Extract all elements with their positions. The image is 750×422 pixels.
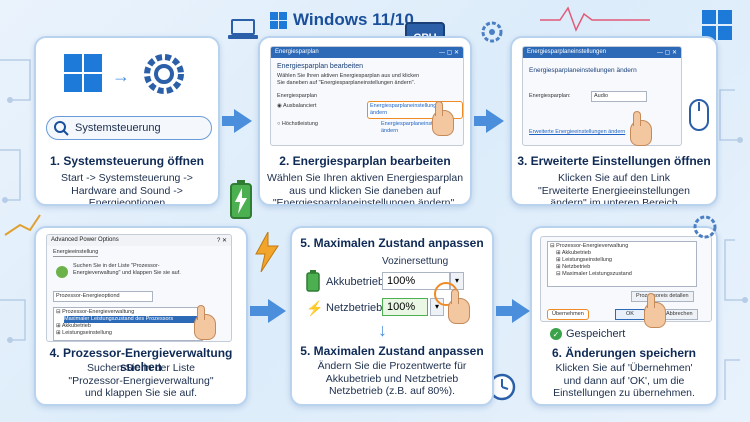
mouse-icon — [689, 99, 709, 131]
tree-item[interactable]: ⊞ Netzbetrieb — [556, 263, 591, 270]
step-5-desc: Ändern Sie die Prozentwerte für Akkubetr… — [317, 360, 467, 398]
flow-arrow — [250, 306, 270, 316]
header: Windows 11/10 — [270, 10, 414, 30]
plug-value-input[interactable]: 100% — [382, 298, 428, 316]
gear-icon — [693, 215, 717, 239]
step-6-title: 6. Änderungen speichern — [551, 346, 697, 360]
plan-intro: Wählen Sie Ihren aktiven Energiesparplan… — [277, 73, 420, 86]
scheme-label: Energiesparplan: — [529, 93, 571, 99]
plan-label: Energiesparplan — [277, 93, 318, 99]
pointer-hand-icon — [194, 305, 216, 340]
window-title-bar: Energiesparplaneinstellungen— ▢ ✕ — [523, 47, 681, 58]
plan-settings-screenshot: Energiesparplaneinstellungen— ▢ ✕ Energi… — [522, 46, 682, 146]
power-options-icon — [56, 266, 68, 278]
power-plan-screenshot: Energiesparplan— ▢ ✕ Energiesparplan bea… — [270, 46, 464, 146]
flow-arrow-head — [486, 109, 504, 133]
settings-tree: ⊟ Prozessor-Energieverwaltung Maximaler … — [53, 307, 203, 341]
saved-status: ✓ Gespeichert — [550, 328, 625, 340]
down-arrow-icon: ↓ — [378, 320, 387, 340]
tree-item[interactable]: ⊞ Leistungseinstellung — [556, 256, 612, 263]
flow-arrow — [474, 116, 488, 126]
plan-dropdown[interactable]: Prozessor-Energieoptiond — [53, 291, 153, 302]
pointer-hand-icon — [448, 289, 470, 324]
plan-option-1[interactable]: ◉ Ausbalanciert — [277, 103, 317, 109]
settings-heading: Energiesparplaneinstellungen ändern — [529, 67, 637, 74]
battery-charging-icon — [230, 180, 252, 219]
flow-arrow-head — [268, 299, 286, 323]
step-1-desc: Start -> Systemsteuerung -> Hardware and… — [61, 172, 193, 206]
step-card-2: Energiesparplan— ▢ ✕ Energiesparplan bea… — [258, 36, 472, 206]
plan-option-2[interactable]: ○ Höchstleistung — [277, 121, 318, 127]
step-4-desc: Suchen Sie in der Liste "Prozessor-Energ… — [68, 362, 214, 400]
tree-item[interactable]: ⊞ Akkubetrieb — [56, 322, 91, 329]
pointer-hand-icon — [644, 293, 666, 328]
flow-arrow-head — [234, 109, 252, 133]
flow-arrow — [496, 306, 514, 316]
plug-label: Netzbetrieb — [326, 302, 383, 314]
battery-label: Akkubetrieb — [326, 276, 385, 288]
battery-icon — [306, 270, 320, 292]
settings-tree: ⊟ Prozessor-Energieverwaltung ⊞ Akkubetr… — [547, 241, 697, 287]
step-card-3: Energiesparplaneinstellungen— ▢ ✕ Energi… — [510, 36, 718, 206]
check-icon: ✓ — [550, 328, 562, 340]
step-card-5: 5. Maximalen Zustand anpassen Vozinerset… — [290, 226, 494, 406]
scheme-select[interactable]: Audio — [591, 91, 647, 102]
window-title-bar: Energiesparplan— ▢ ✕ — [271, 47, 463, 58]
tree-item[interactable]: ⊞ Leistungseinstellung — [56, 329, 112, 336]
settings-gear-icon — [144, 54, 184, 94]
step-5-top-title: 5. Maximalen Zustand anpassen — [300, 236, 484, 250]
cancel-button[interactable]: Abbrechen — [661, 309, 698, 320]
plan-settings-link-2[interactable]: Energiesparplaneinstellungen ändern — [381, 121, 454, 134]
search-box[interactable]: Systemsteuerung — [46, 116, 212, 140]
step-2-title: 2. Energiesparplan bearbeiten — [279, 154, 451, 168]
plan-heading: Energiesparplan bearbeiten — [277, 63, 364, 70]
header-title: Windows 11/10 — [293, 10, 414, 29]
restore-defaults-button[interactable]: Prozessoreis detallen — [631, 291, 694, 302]
window-title-bar: Advanced Power Options? ✕ — [47, 235, 231, 246]
step-4-title: 4. Prozessor-Energieverwaltung suchen — [49, 346, 233, 374]
flow-arrow — [222, 116, 236, 126]
column-label: Vozinersettung — [382, 256, 449, 267]
search-icon — [54, 121, 69, 136]
step-3-desc: Klicken Sie auf den Link "Erweiterte Ene… — [538, 172, 690, 206]
search-input[interactable]: Systemsteuerung — [75, 122, 161, 134]
apply-button[interactable]: Übernehmen — [547, 309, 589, 320]
tree-item[interactable]: ⊟ Maximaler Leistungszustand — [556, 270, 632, 277]
step-1-title: 1. Systemsteuerung öffnen — [49, 154, 205, 168]
gear-icon — [481, 21, 503, 43]
options-intro: Suchen Sie in der Liste "Prozessor-Energ… — [73, 263, 181, 276]
step-5-title: 5. Maximalen Zustand anpassen — [300, 344, 484, 358]
tab-power-settings[interactable]: Energieeinstellung — [53, 249, 99, 257]
tree-item-selected[interactable]: Maximaler Leistungszustand des Prozessor… — [64, 315, 200, 323]
pointer-hand-icon — [630, 111, 652, 146]
tree-item[interactable]: ⊟ Prozessor-Energieverwaltung — [550, 243, 629, 249]
ok-button[interactable]: OK — [615, 309, 645, 320]
flow-arrow-head — [512, 299, 530, 323]
lightning-icon — [255, 232, 279, 272]
windows-logo-icon — [270, 11, 287, 29]
plug-icon: ⚡ — [306, 300, 324, 316]
step-2-desc: Wählen Sie Ihren aktiven Energiesparplan… — [266, 172, 464, 206]
step-6-desc: Klicken Sie auf 'Übernehmen' und dann au… — [553, 362, 695, 400]
arrow-right-icon: → — [112, 66, 130, 86]
step-card-1: → Systemsteuerung 1. Systemsteuerung öff… — [34, 36, 220, 206]
tree-item[interactable]: ⊞ Akkubetrieb — [556, 249, 591, 256]
step-3-title: 3. Erweiterte Einstellungen öffnen — [517, 154, 711, 168]
pointer-hand-icon — [432, 101, 454, 136]
step-card-6: ⊟ Prozessor-Energieverwaltung ⊞ Akkubetr… — [530, 226, 718, 406]
laptop-icon — [228, 19, 258, 39]
step-card-4: Advanced Power Options? ✕ Energieeinstel… — [34, 226, 248, 406]
windows-logo-icon — [702, 10, 732, 40]
tree-item[interactable]: ⊟ Prozessor-Energieverwaltung — [56, 309, 135, 315]
save-dialog-screenshot: ⊟ Prozessor-Energieverwaltung ⊞ Akkubetr… — [540, 236, 712, 322]
battery-value-input[interactable]: 100% — [382, 272, 450, 290]
advanced-settings-link[interactable]: Erweiterte Energieeinstellungen ändern — [529, 129, 626, 135]
windows-logo-icon — [64, 54, 102, 92]
